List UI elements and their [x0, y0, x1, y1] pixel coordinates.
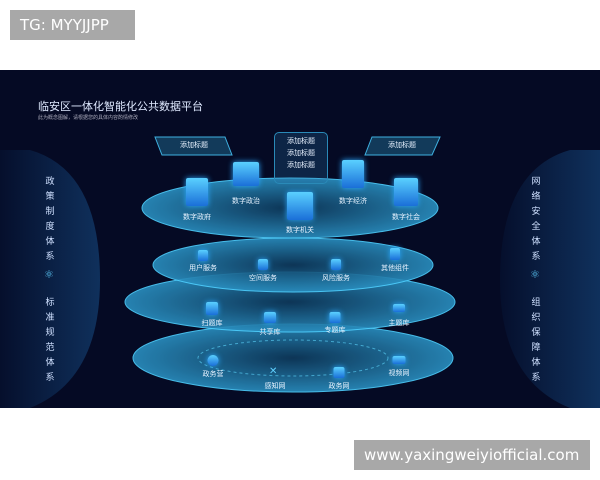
tag-right-shape	[364, 136, 441, 156]
user-icon	[198, 250, 208, 261]
calendar-icon	[329, 312, 341, 323]
page-subtitle: 此为概念图解，请根据您的具体内容酌情修改	[38, 115, 139, 121]
database-icon	[390, 248, 400, 260]
layer4-item: 感知网	[264, 382, 286, 390]
layer2-item: 风险服务	[322, 274, 350, 282]
watermark-bottom: www.yaxingweiyiofficial.com	[354, 440, 590, 470]
watermark-top: TG: MYYJJPP	[10, 10, 135, 40]
layer2-item: 空间服务	[249, 274, 277, 282]
monitor-chart-icon	[264, 312, 276, 323]
tag-center-2: 添加标题	[287, 149, 315, 157]
layers-icon	[393, 304, 405, 312]
layer1-item: 数字社会	[392, 213, 420, 221]
cubes-icon	[287, 192, 313, 220]
list-icon	[206, 302, 218, 315]
tag-right: 添加标题	[388, 141, 416, 149]
book-icon	[233, 162, 259, 186]
tag-left-shape	[154, 136, 233, 156]
video-icon	[392, 356, 406, 364]
shuffle-icon: ✕	[269, 366, 278, 377]
right-top-text: 网络安全体系	[531, 177, 541, 262]
tag-center-1: 添加标题	[287, 137, 315, 145]
tag-center-box: 添加标题 添加标题 添加标题	[274, 132, 328, 184]
layer1-item: 数字政府	[183, 213, 211, 221]
left-top-text: 政策制度体系	[45, 177, 55, 262]
layer1-item: 数字经济	[339, 197, 367, 205]
layer4-item: 政务营	[202, 370, 224, 378]
cycle-icon	[207, 355, 219, 366]
risk-icon	[331, 259, 341, 270]
layer3-item: 共享库	[259, 328, 281, 336]
page-title: 临安区一体化智能化公共数据平台	[38, 100, 203, 113]
discs-graphic	[0, 136, 600, 408]
network-box-icon	[333, 367, 345, 378]
tag-left: 添加标题	[180, 141, 208, 149]
document-database-icon	[342, 160, 364, 188]
bar-chart-icon	[186, 178, 208, 206]
left-arc	[0, 150, 100, 408]
layer3-item: 主题库	[388, 319, 410, 327]
layer3-item: 扫题库	[201, 319, 223, 327]
atom-icon-left: ⚛	[44, 268, 54, 281]
service-icon	[258, 259, 268, 270]
layer4-item: 视频网	[388, 369, 410, 377]
layer2-item: 用户服务	[189, 264, 217, 272]
tag-center-3: 添加标题	[287, 161, 315, 169]
right-arc	[500, 150, 600, 408]
layer2-item: 其他组件	[381, 264, 409, 272]
layer3-item: 专题库	[324, 326, 346, 334]
diagram-panel: 临安区一体化智能化公共数据平台 此为概念图解，请根据您的具体内容酌情修改 添加标…	[0, 70, 600, 408]
layer4-item: 政务网	[328, 382, 350, 390]
left-bottom-text: 标准规范体系	[45, 298, 55, 383]
house-icon	[394, 178, 418, 206]
right-bottom-text: 组织保障体系	[531, 298, 541, 383]
layer1-item: 数字机关	[286, 226, 314, 234]
atom-icon-right: ⚛	[530, 268, 540, 281]
layer1-item: 数字政治	[232, 197, 260, 205]
